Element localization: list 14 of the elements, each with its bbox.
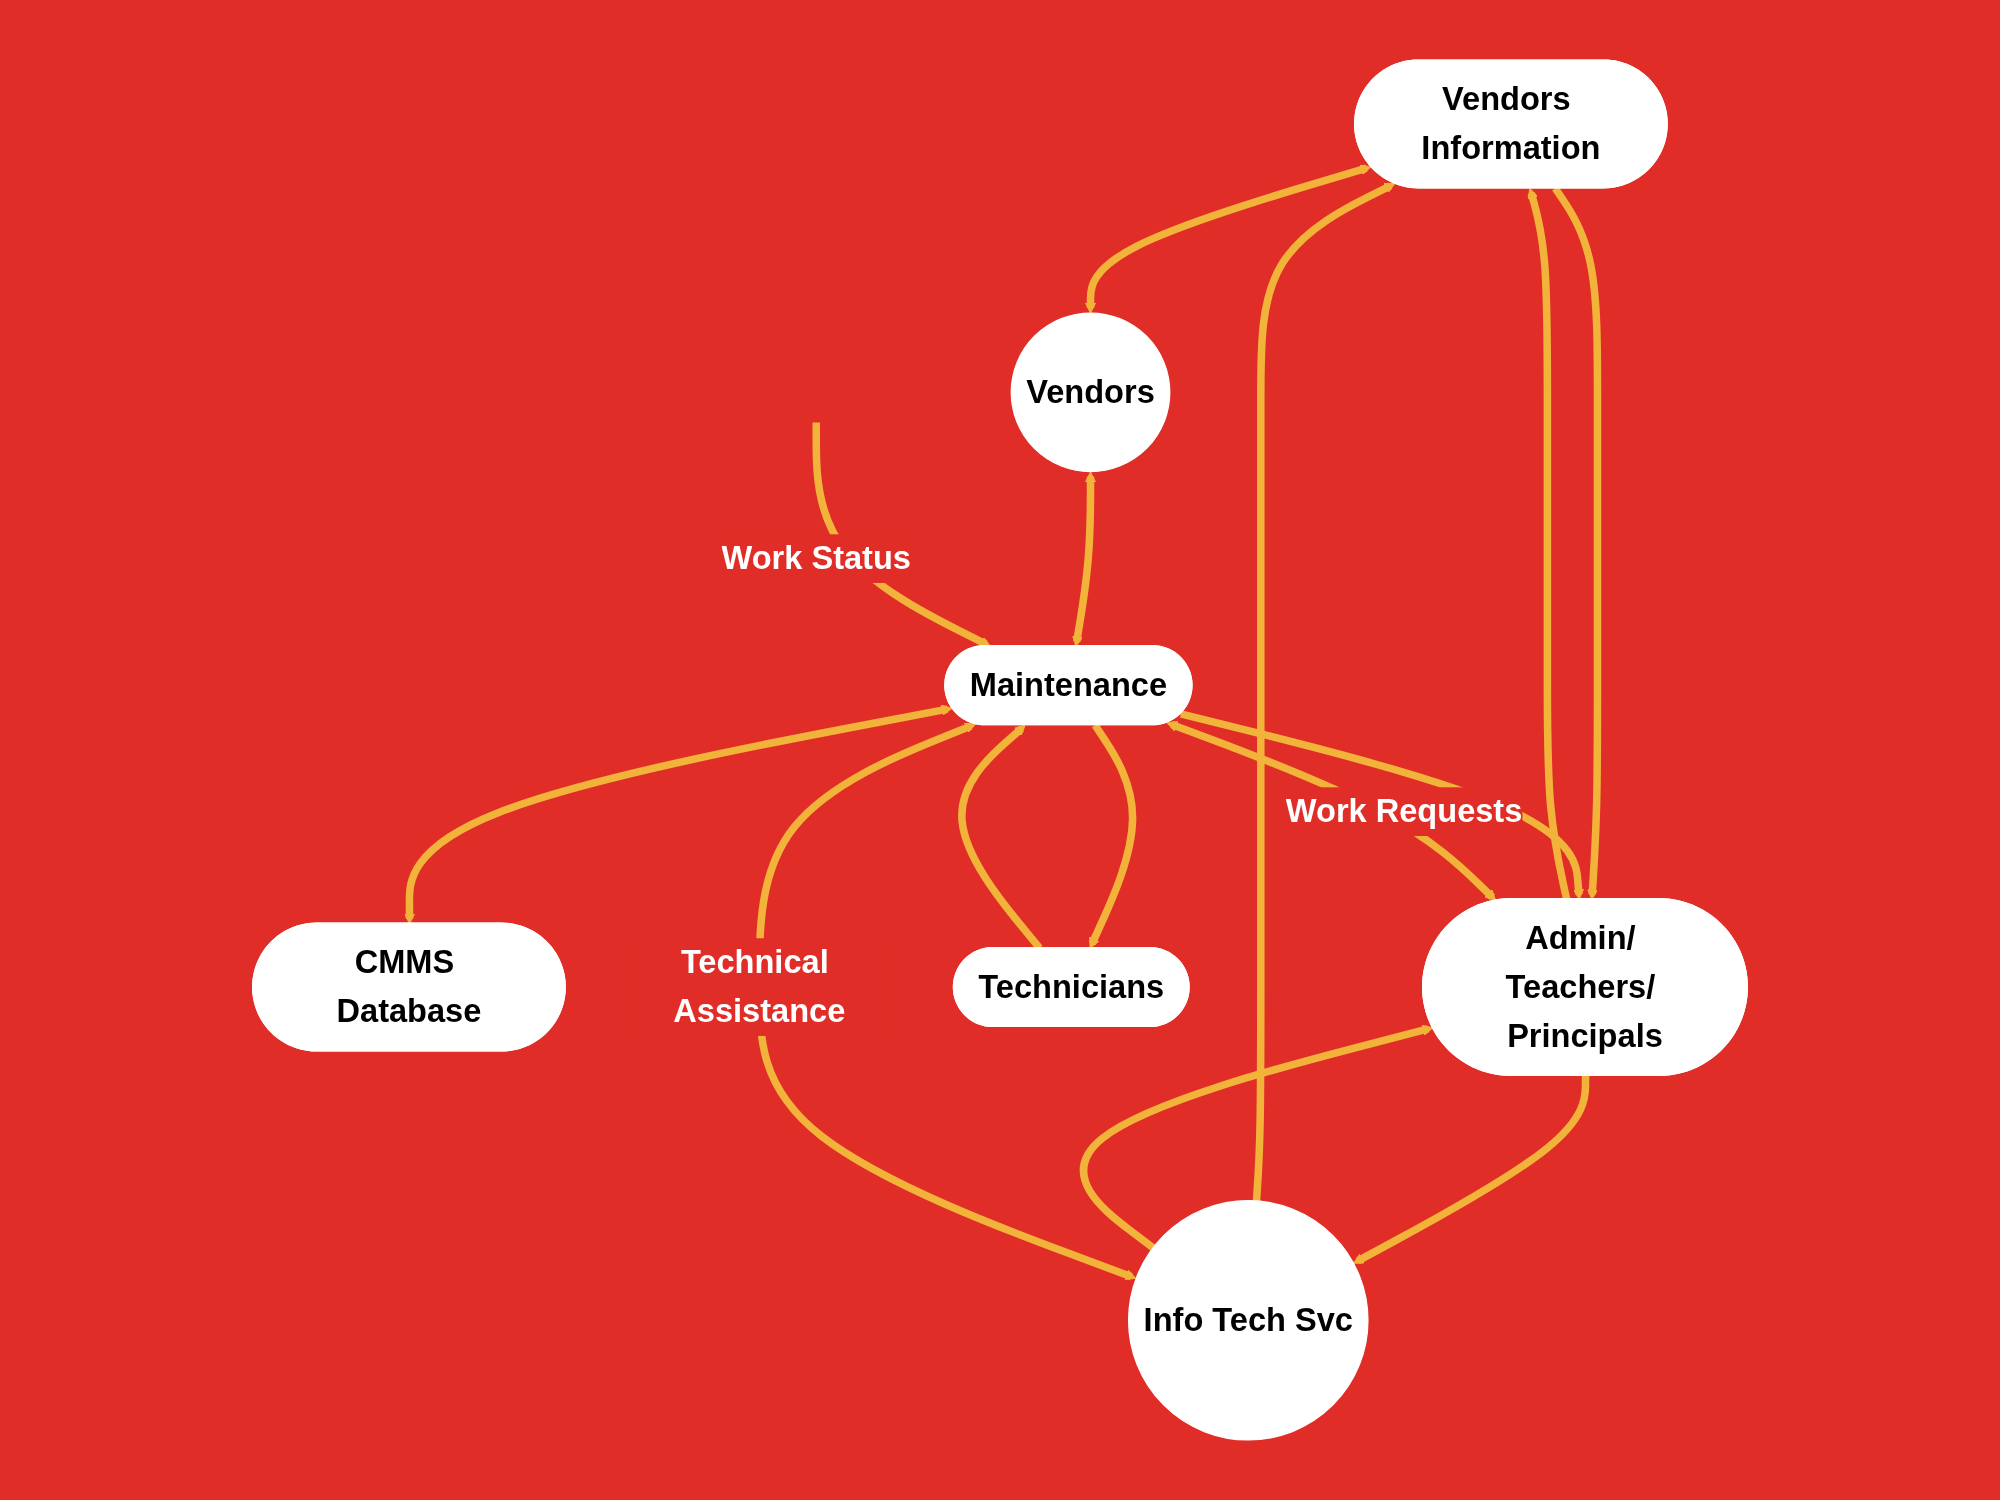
arrow	[755, 722, 1137, 1281]
arrow	[1552, 186, 1602, 900]
arrow	[1080, 1024, 1434, 1251]
node-circle: Info Tech Svc	[1127, 1199, 1369, 1441]
arrow	[1088, 723, 1137, 949]
edge-label: Work Requests	[1285, 792, 1523, 830]
arrow	[1353, 1075, 1590, 1265]
arrow	[404, 704, 953, 925]
arrow	[1085, 164, 1372, 314]
edge-label: Work Status	[721, 539, 911, 577]
node-circle: Vendors	[1010, 312, 1171, 473]
edge-label: Technical Assistance	[673, 943, 846, 1030]
arrow	[1252, 182, 1396, 1202]
arrow	[1072, 471, 1096, 647]
